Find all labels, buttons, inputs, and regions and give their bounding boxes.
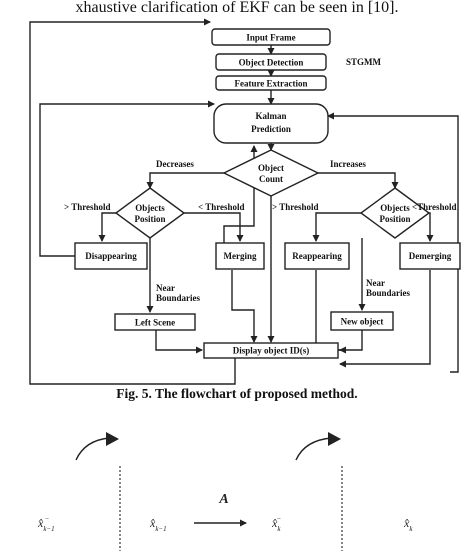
x-posterior-k: x̂k: [403, 516, 413, 533]
kalman-label-line2: Prediction: [251, 124, 291, 134]
kalman-label-line1: Kalman: [255, 111, 286, 121]
disappearing-label: Disappearing: [85, 251, 137, 261]
feature-extraction-label: Feature Extraction: [234, 79, 307, 89]
near-left-label: Near: [156, 283, 175, 293]
gt-threshold-left-label: > Threshold: [64, 202, 111, 212]
object-detection-label: Object Detection: [239, 58, 304, 68]
objects-position-left-line2: Position: [134, 214, 165, 224]
right-curved-arrow: [295, 437, 333, 461]
gt-threshold-right-label: > Threshold: [272, 202, 319, 212]
right-curved-arrowhead: [328, 432, 341, 446]
new-object-label: New object: [341, 317, 384, 327]
merging-label: Merging: [224, 251, 257, 261]
node-merging: Merging: [215, 242, 265, 270]
demerging-label: Demerging: [409, 251, 452, 261]
node-object-detection: Object Detection: [215, 53, 327, 71]
stgmm-label: STGMM: [346, 57, 382, 67]
kalman-update-diagram: A x̂k−1− x̂k−1 x̂k− x̂k: [37, 432, 413, 551]
x-prior-km1: x̂k−1−: [37, 515, 55, 533]
lt-threshold-left-label: < Threshold: [198, 202, 245, 212]
decreases-label: Decreases: [156, 159, 194, 169]
input-frame-label: Input Frame: [246, 33, 295, 43]
object-count-line2: Count: [259, 174, 283, 184]
near-right-label: Near: [366, 278, 385, 288]
boundaries-right-label: Boundaries: [366, 288, 411, 298]
node-object-count: Object Count: [222, 149, 320, 197]
node-input-frame: Input Frame: [211, 28, 331, 46]
node-display-object-ids: Display object ID(s): [203, 342, 339, 359]
x-posterior-km1: x̂k−1: [149, 516, 167, 533]
objects-position-right-line1: Objects: [380, 203, 410, 213]
node-left-scene: Left Scene: [114, 313, 196, 331]
node-feature-extraction: Feature Extraction: [215, 75, 327, 91]
left-scene-label: Left Scene: [135, 318, 175, 328]
node-demerging: Demerging: [399, 242, 461, 270]
node-objects-position-left: Objects Position: [114, 187, 186, 239]
left-curved-arrow: [75, 437, 111, 461]
node-objects-position-right: Objects Position: [359, 187, 431, 239]
left-curved-arrowhead: [106, 432, 119, 446]
objects-position-right-line2: Position: [379, 214, 410, 224]
object-count-line1: Object: [258, 163, 284, 173]
node-reappearing: Reappearing: [284, 242, 350, 270]
figure-caption: Fig. 5. The flowchart of proposed method…: [116, 386, 358, 401]
node-new-object: New object: [330, 311, 394, 331]
node-disappearing: Disappearing: [74, 242, 148, 270]
display-ids-label: Display object ID(s): [233, 346, 310, 356]
boundaries-left-label: Boundaries: [156, 293, 201, 303]
transition-matrix-label: A: [218, 492, 228, 507]
reappearing-label: Reappearing: [292, 251, 342, 261]
objects-position-left-line1: Objects: [135, 203, 165, 213]
flowchart-connectors: [29, 18, 459, 385]
node-kalman-prediction: Kalman Prediction: [213, 103, 329, 144]
increases-label: Increases: [330, 159, 366, 169]
lt-threshold-right-label: <Threshold: [412, 202, 456, 212]
paper-top-text: xhaustive clarification of EKF can be se…: [75, 0, 399, 16]
x-prior-k: x̂k−: [271, 515, 281, 533]
